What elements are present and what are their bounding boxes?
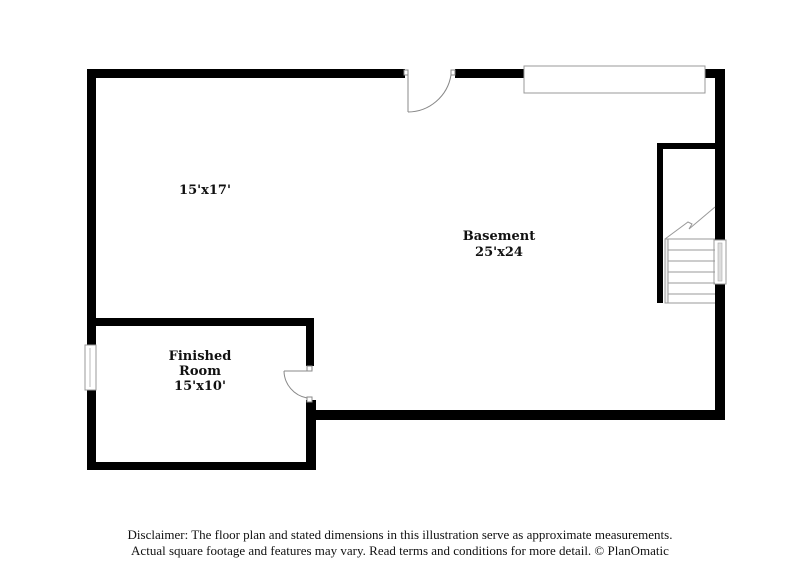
room-dimensions-basement: 25'x24: [475, 245, 523, 260]
room-dimensions-finished: 15'x10': [174, 379, 226, 394]
room-name-basement: Basement: [462, 229, 536, 244]
room-name-finished-line2: Room: [179, 364, 221, 379]
stairs-icon: [664, 206, 716, 304]
disclaimer-line-2: Actual square footage and features may v…: [131, 543, 669, 558]
door-top-icon: [403, 69, 456, 113]
window-top-icon: [523, 65, 706, 94]
door-finished-room-icon: [283, 365, 313, 403]
window-right-icon: [713, 239, 727, 285]
window-left-icon: [84, 344, 97, 391]
disclaimer-line-1: Disclaimer: The floor plan and stated di…: [127, 527, 673, 542]
walls: [87, 69, 725, 470]
room-name-finished-line1: Finished: [168, 349, 232, 364]
disclaimer: Disclaimer: The floor plan and stated di…: [0, 527, 800, 559]
room-dimensions-unlabeled: 15'x17': [179, 183, 231, 198]
